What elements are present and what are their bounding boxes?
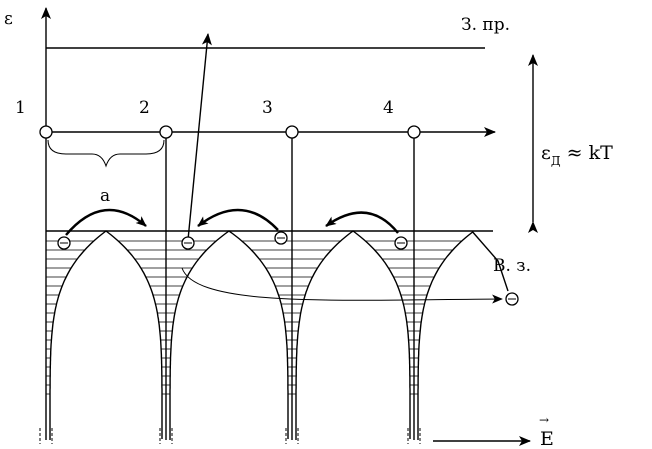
valence-electron-drifted: [505, 292, 519, 306]
field-label: E: [540, 428, 554, 449]
field-vector-accent: →: [539, 413, 549, 427]
potential-wells: [39, 230, 509, 444]
valence-electron-3: [274, 231, 288, 245]
valence-electron-4: [394, 236, 408, 250]
donor-energy-symbol: ε: [541, 142, 551, 164]
donor-energy-relation: ≈ kT: [567, 142, 613, 164]
valence-band-label: В. з.: [493, 256, 531, 276]
hop-arrow-1: [65, 208, 147, 236]
spacing-brace: [47, 139, 165, 168]
donor-energy-label: εД ≈ kT: [541, 142, 613, 168]
valence-electron-1: [57, 236, 71, 250]
valence-electron-2: [181, 236, 195, 250]
excitation-arrow: [187, 33, 212, 241]
donor-energy-subscript: Д: [551, 154, 561, 168]
donor-electron-1: [39, 125, 53, 139]
donor-electron-3: [285, 125, 299, 139]
site-label-4: 4: [383, 98, 394, 118]
donor-electron-2: [159, 125, 173, 139]
site-label-3: 3: [262, 98, 273, 118]
conduction-band-label: З. пр.: [461, 15, 510, 35]
site-label-2: 2: [139, 98, 150, 118]
donor-electron-4: [407, 125, 421, 139]
potential-well-boundary: [49, 230, 509, 440]
spacing-label: a: [100, 186, 110, 206]
site-label-1: 1: [15, 98, 26, 118]
hop-arrow-3: [325, 211, 399, 234]
drift-arrow: [181, 267, 503, 304]
energy-axis-label: ε: [4, 9, 13, 29]
hop-arrow-2: [197, 208, 279, 231]
